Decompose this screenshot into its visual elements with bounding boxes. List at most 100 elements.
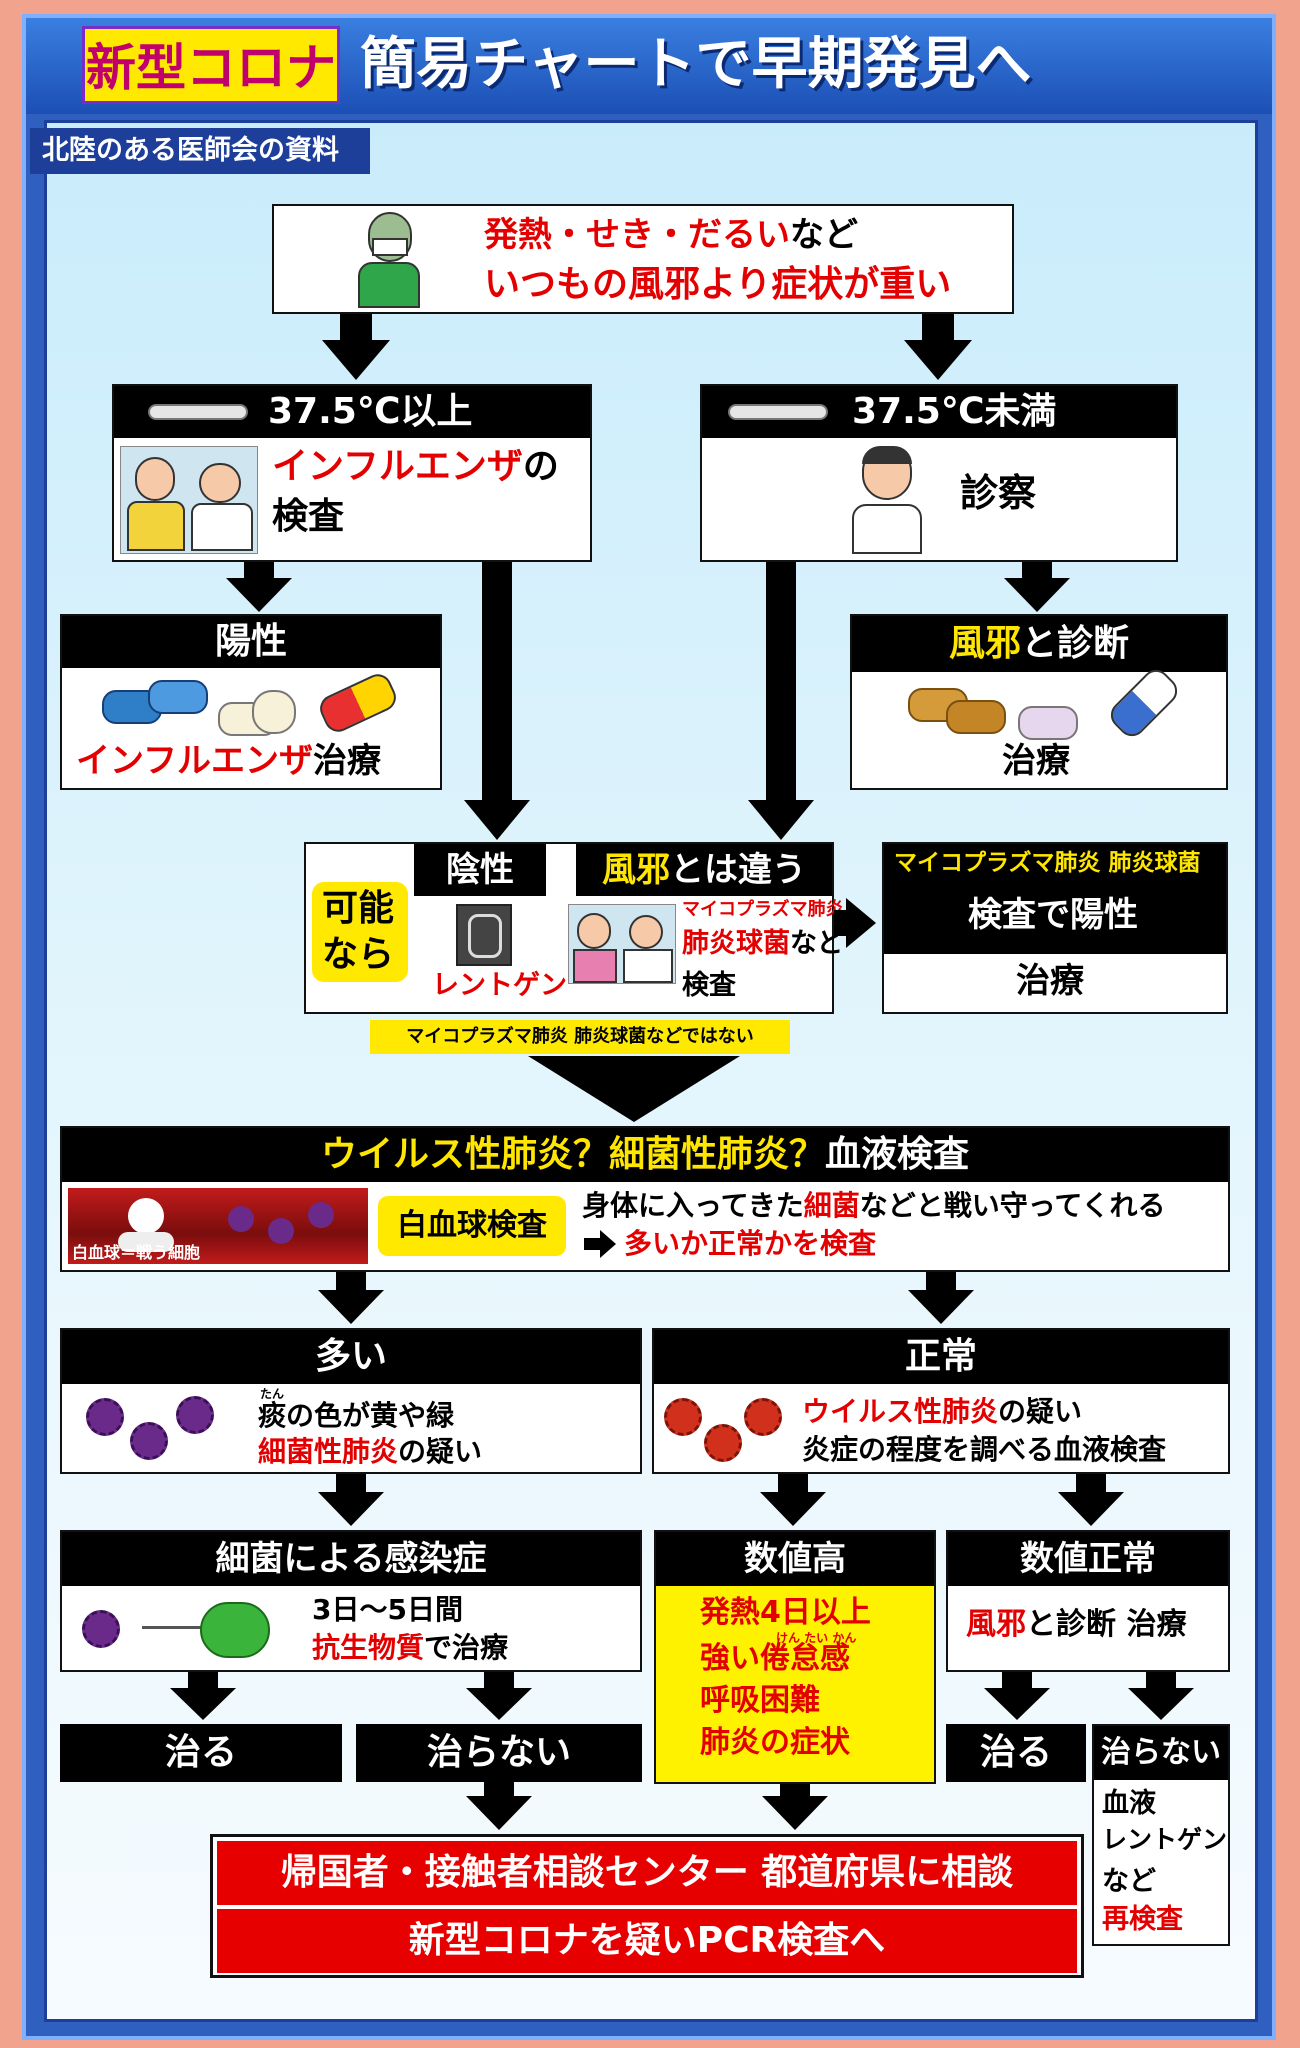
low-temp-box: 37.5℃未満 診察 [700, 384, 1178, 562]
recheck-line2: レントゲン [1102, 1825, 1228, 1854]
antibiotic-attack-icon [82, 1594, 282, 1664]
recheck-line1: 血液 [1102, 1788, 1156, 1819]
thermometer-icon [148, 404, 248, 420]
high-temp-line1-black: の [522, 446, 559, 487]
recheck-box: 治らない 血液 レントゲン など 再検査 [1092, 1724, 1230, 1946]
high-temp-head: 37.5℃以上 [268, 391, 473, 432]
many-ruby: たん [260, 1387, 285, 1401]
normal-line2: 炎症の程度を調べる血液検査 [802, 1433, 1167, 1466]
bact-line2-black: で治療 [424, 1631, 509, 1664]
many-head: 多い [62, 1330, 640, 1384]
normal-value-red: 風邪 [966, 1607, 1026, 1642]
cold-treatment: 治療 [1002, 741, 1070, 781]
bacteria-icon [86, 1392, 236, 1468]
normal-box: 正常 ウイルス性肺炎の疑い 炎症の程度を調べる血液検査 [652, 1328, 1230, 1474]
recheck-line3: など [1102, 1866, 1156, 1897]
final-line1: 帰国者・接触者相談センター 都道府県に相談 [217, 1841, 1077, 1905]
arrow-right-icon [584, 1238, 600, 1250]
normal-line1-red: ウイルス性肺炎 [802, 1395, 999, 1428]
low-temp-head: 37.5℃未満 [852, 391, 1057, 432]
doctor-icon [852, 446, 922, 554]
myco-result-line2: 検査で陽性 [968, 895, 1138, 935]
possible-line1: 可能 [322, 888, 395, 929]
high-temp-line1-red: インフルエンザ [272, 446, 523, 487]
blood-head-white: 血液検査 [825, 1134, 970, 1175]
blood-test-box: ウイルス性肺炎？細菌性肺炎？血液検査 白血球＝戦う細胞 白血球検査 身体に入って… [60, 1126, 1230, 1272]
myco-result-body: 治療 [1016, 961, 1084, 1001]
flu-treatment-black: 治療 [312, 741, 381, 781]
many-line2-black: の疑い [398, 1435, 483, 1468]
pneumo-label: 肺炎球菌 [682, 928, 790, 959]
symptom-box: 発熱・せき・だるいなど いつもの風邪より症状が重い [272, 204, 1014, 314]
page-title: 簡易チャートで早期発見へ [360, 32, 1032, 97]
symptom-line2: いつもの風邪より症状が重い [484, 264, 952, 305]
myco-result-head: マイコプラズマ肺炎 肺炎球菌 [894, 850, 1201, 876]
high-value-ruby: けん たい かん [776, 1631, 857, 1645]
wbc-caption: 白血球＝戦う細胞 [72, 1243, 201, 1262]
virus-icon [664, 1392, 784, 1468]
high-value-l1: 発熱4日以上 [700, 1595, 871, 1630]
blood-line2: 多いか正常かを検査 [624, 1227, 877, 1260]
high-value-l3: 呼吸困難 [700, 1683, 820, 1718]
many-box: 多い たん 痰の色が黄や緑 細菌性肺炎の疑い [60, 1328, 642, 1474]
middle-box: 可能 なら 陰性 レントゲン 風邪とは違う マイコプラズマ肺炎 肺炎球菌など 検… [304, 842, 844, 1014]
xray-label: レントゲン [432, 970, 567, 1001]
bact-line1: 3日～5日間 [312, 1593, 463, 1626]
xray-icon [456, 904, 512, 966]
flu-treatment-red: インフルエンザ [76, 741, 313, 781]
cold-head-yellow: 風邪 [948, 623, 1021, 664]
high-temp-box: 37.5℃以上 インフルエンザの 検査 [112, 384, 592, 562]
high-value-l2: 強い倦怠感 [700, 1641, 850, 1676]
many-line2-red: 細菌性肺炎 [258, 1435, 399, 1468]
pills-icon [102, 669, 401, 738]
bacterial-infection-head: 細菌による感染症 [62, 1532, 640, 1586]
symptom-line1-black: など [790, 215, 858, 255]
not-cured-label: 治らない [356, 1724, 642, 1782]
cold-diagnosis-box: 風邪と診断 治療 [850, 614, 1228, 790]
cured-label: 治る [60, 1724, 342, 1782]
normal-line1-black: の疑い [998, 1395, 1083, 1428]
normal-value-head: 数値正常 [948, 1532, 1228, 1586]
cold-head-white: と診断 [1021, 623, 1130, 664]
pills-icon [908, 664, 1183, 742]
flu-positive-box: 陽性 インフルエンザ治療 [60, 614, 442, 790]
header-tag: 新型コロナ [82, 26, 340, 104]
blood-line1a: 身体に入ってきた [582, 1189, 804, 1222]
sick-person-icon [354, 212, 424, 310]
possible-line2: なら [322, 934, 395, 975]
bacterial-infection-box: 細菌による感染症 3日～5日間 抗生物質で治療 [60, 1530, 642, 1672]
blood-head-yellow: ウイルス性肺炎？細菌性肺炎？ [320, 1134, 825, 1175]
not-cured2-label: 治らない [1094, 1726, 1228, 1780]
symptom-line1-red: 発熱・せき・だるい [484, 215, 790, 255]
negative-head: 陰性 [414, 844, 546, 896]
flu-positive-head: 陽性 [62, 616, 440, 668]
normal-value-black: と診断 治療 [1026, 1607, 1187, 1642]
thermometer-icon [728, 404, 828, 420]
blood-line1c: などと戦い守ってくれる [859, 1189, 1166, 1222]
doctor-exam-icon [568, 904, 676, 984]
final-line2: 新型コロナを疑いPCR検査へ [217, 1909, 1077, 1973]
high-value-box: 数値高 発熱4日以上 けん たい かん 強い倦怠感 呼吸困難 肺炎の症状 [654, 1530, 936, 1784]
not-cold-head-yellow: 風邪 [602, 850, 670, 890]
high-temp-line2: 検査 [272, 496, 345, 537]
high-value-l4: 肺炎の症状 [700, 1725, 850, 1760]
blood-line1b: 細菌 [803, 1189, 860, 1222]
not-cold-head-white: とは違う [670, 850, 806, 890]
white-blood-cell-image [68, 1188, 368, 1264]
final-box: 帰国者・接触者相談センター 都道府県に相談 新型コロナを疑いPCR検査へ [210, 1834, 1084, 1978]
cured2-label: 治る [946, 1724, 1086, 1782]
myco-label: マイコプラズマ肺炎 [682, 899, 844, 920]
bact-line2-red: 抗生物質 [312, 1631, 425, 1664]
normal-value-box: 数値正常 風邪と診断 治療 [946, 1530, 1230, 1672]
high-value-head: 数値高 [656, 1532, 934, 1586]
flu-test-icon [120, 446, 258, 554]
not-myco-note: マイコプラズマ肺炎 肺炎球菌などではない [370, 1020, 790, 1054]
low-temp-body: 診察 [960, 471, 1037, 515]
source-label: 北陸のある医師会の資料 [30, 128, 370, 174]
exam-label: 検査 [682, 970, 736, 1001]
myco-result-box: マイコプラズマ肺炎 肺炎球菌 検査で陽性 治療 [882, 842, 1228, 1014]
recheck-line4: 再検査 [1102, 1904, 1183, 1935]
normal-head: 正常 [654, 1330, 1228, 1384]
many-line1: 痰の色が黄や緑 [258, 1399, 455, 1432]
wbc-test-badge: 白血球検査 [378, 1196, 566, 1256]
